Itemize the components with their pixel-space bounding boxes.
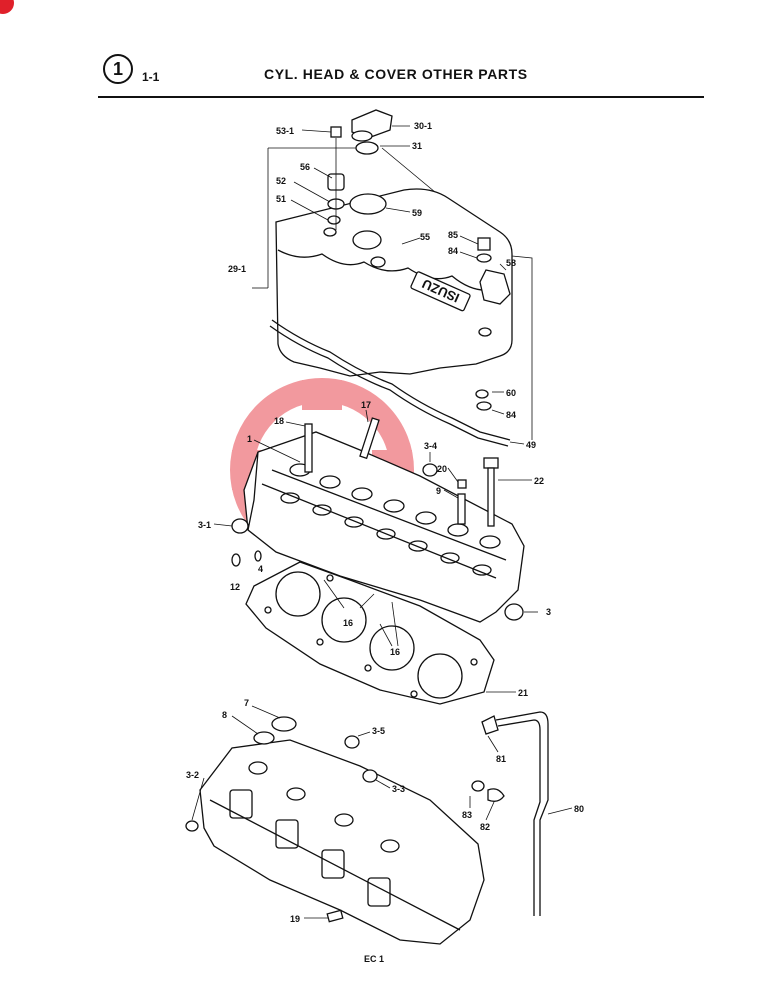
callout-7: 7	[244, 698, 249, 708]
callout-9: 9	[436, 486, 441, 496]
callout-12: 12	[230, 582, 240, 592]
callout-21: 21	[518, 688, 528, 698]
cylinder-head	[231, 417, 525, 625]
callout-3-4: 3-4	[424, 441, 437, 451]
callout-49: 49	[526, 440, 536, 450]
callout-labels: 53-1 30-1 31 56 52 51 59 55 85 84 58 29-…	[186, 121, 584, 964]
callout-4: 4	[258, 564, 263, 574]
callout-85: 85	[448, 230, 458, 240]
page-title: CYL. HEAD & COVER OTHER PARTS	[264, 66, 528, 82]
callout-20: 20	[437, 464, 447, 474]
header-rule	[98, 96, 704, 98]
callout-3-5: 3-5	[372, 726, 385, 736]
callout-30-1: 30-1	[414, 121, 432, 131]
lower-head-block	[185, 716, 485, 945]
callout-1: 1	[247, 434, 252, 444]
callout-80: 80	[574, 804, 584, 814]
breather-hose	[471, 711, 549, 916]
section-number-circle: 1	[103, 54, 133, 84]
callout-3-right: 3	[546, 607, 551, 617]
callout-55: 55	[420, 232, 430, 242]
callout-18: 18	[274, 416, 284, 426]
figure-code: EC 1	[364, 954, 384, 964]
callout-84-top: 84	[448, 246, 458, 256]
callout-16-right: 16	[390, 647, 400, 657]
callout-53-1: 53-1	[276, 126, 294, 136]
leader-lines	[191, 125, 573, 919]
callout-82: 82	[480, 822, 490, 832]
callout-3-1: 3-1	[198, 520, 211, 530]
head-gasket	[245, 561, 495, 705]
sub-number: 1-1	[142, 70, 160, 84]
callout-22: 22	[534, 476, 544, 486]
callout-3-2: 3-2	[186, 770, 199, 780]
callout-17: 17	[361, 400, 371, 410]
corner-tab	[0, 0, 14, 14]
section-number: 1	[112, 58, 123, 79]
callout-16-left: 16	[343, 618, 353, 628]
callout-56: 56	[300, 162, 310, 172]
callout-59: 59	[412, 208, 422, 218]
cover-assembly: ISUZU	[252, 109, 533, 447]
callout-8: 8	[222, 710, 227, 720]
callout-83: 83	[462, 810, 472, 820]
callout-19: 19	[290, 914, 300, 924]
callout-58: 58	[506, 258, 516, 268]
callout-29-1: 29-1	[228, 264, 246, 274]
callout-60: 60	[506, 388, 516, 398]
callout-52: 52	[276, 176, 286, 186]
callout-81: 81	[496, 754, 506, 764]
callout-31: 31	[412, 141, 422, 151]
callout-84-bottom: 84	[506, 410, 516, 420]
callout-51: 51	[276, 194, 286, 204]
callout-3-3: 3-3	[392, 784, 405, 794]
